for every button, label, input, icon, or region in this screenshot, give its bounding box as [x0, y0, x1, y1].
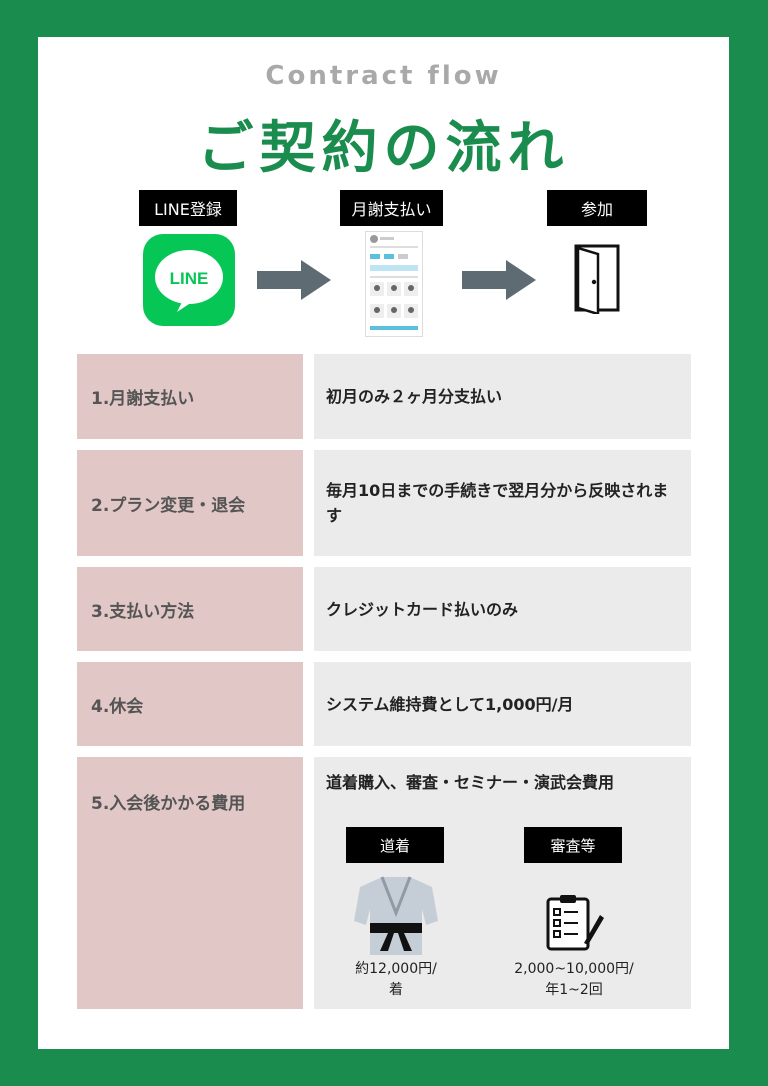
step-label-monthly-payment: 月謝支払い — [340, 190, 443, 226]
row-label-leave: 4.休会 — [77, 662, 303, 746]
row-label-plan-change: 2.プラン変更・退会 — [77, 450, 303, 556]
row-label-monthly-payment: 1.月謝支払い — [77, 354, 303, 439]
cost-price-exam: 2,000~10,000円/ 年1~2回 — [504, 959, 644, 1001]
line-logo-text: LINE — [170, 269, 209, 288]
page-title: ご契約の流れ — [197, 116, 570, 181]
post-join-costs-text: 道着購入、審査・セミナー・演武会費用 — [326, 773, 615, 792]
cost-label-dogi: 道着 — [346, 827, 444, 863]
cost-price-dogi-line1: 約12,000円/ — [355, 961, 437, 977]
arrow-right-icon — [257, 260, 331, 300]
arrow-right-icon — [462, 260, 536, 300]
row-label-post-join-costs: 5.入会後かかる費用 — [77, 757, 303, 1009]
door-icon — [574, 244, 620, 314]
row-value-post-join-costs: 道着購入、審査・セミナー・演武会費用 道着 約12,000円/ 着 審査等 — [314, 757, 691, 1009]
cost-price-dogi-line2: 着 — [389, 982, 403, 998]
cost-price-dogi: 約12,000円/ 着 — [334, 959, 458, 1001]
cost-price-exam-line1: 2,000~10,000円/ — [514, 961, 634, 977]
row-value-payment-method: クレジットカード払いのみ — [314, 567, 691, 651]
page-subtitle: Contract flow — [265, 61, 502, 91]
line-app-icon: LINE — [143, 234, 235, 326]
cost-price-exam-line2: 年1~2回 — [545, 982, 603, 998]
dogi-uniform-icon — [354, 876, 438, 955]
row-value-monthly-payment: 初月のみ２ヶ月分支払い — [314, 354, 691, 439]
contract-flow-sheet: Contract flow ご契約の流れ LINE登録 LINE 月謝支払い — [38, 37, 729, 1049]
checklist-clipboard-icon — [546, 895, 604, 951]
step-label-join: 参加 — [547, 190, 647, 226]
step-label-line-register: LINE登録 — [139, 190, 237, 226]
cost-label-exam: 審査等 — [524, 827, 622, 863]
row-label-payment-method: 3.支払い方法 — [77, 567, 303, 651]
row-value-leave: システム維持費として1,000円/月 — [314, 662, 691, 746]
phone-screenshot-icon — [365, 231, 423, 337]
row-value-plan-change: 毎月10日までの手続きで翌月分から反映されます — [314, 450, 691, 556]
